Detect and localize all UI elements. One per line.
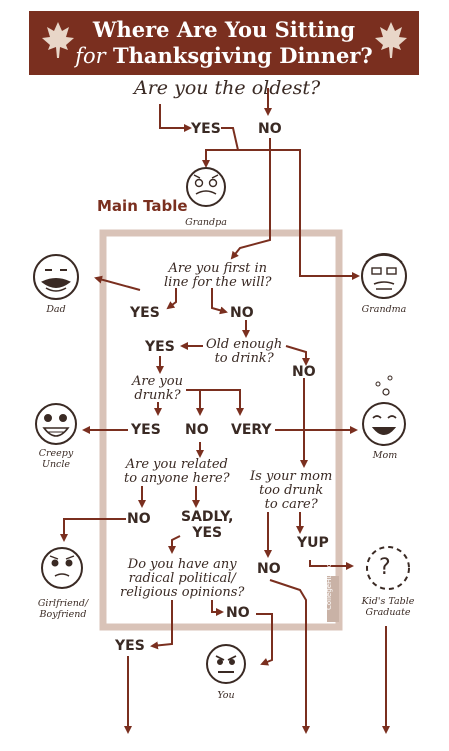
mom-label: Mom	[372, 450, 398, 461]
banner-title-line1: Where Are You Sitting	[92, 17, 356, 42]
watermark-tab	[327, 576, 339, 622]
kids-table-graduate-face-icon	[366, 546, 410, 590]
dad-face-icon	[33, 254, 79, 300]
answer-no-oldest: NO	[258, 121, 282, 137]
question-mom-line2: too drunk	[259, 483, 324, 498]
grandpa-face-icon	[186, 167, 226, 207]
banner-title-text: Thanksgiving Dinner?	[113, 43, 373, 68]
question-mom-line1: Is your mom	[250, 469, 333, 484]
question-related-line2: to anyone here?	[124, 471, 230, 486]
creepy-uncle-label-line2: Uncle	[41, 459, 71, 470]
question-drink-line2: to drink?	[214, 351, 274, 366]
mom-face-icon	[362, 375, 406, 446]
flow-arrows	[60, 88, 390, 734]
answer-no-radical: NO	[226, 605, 250, 621]
maple-leaf-left-icon	[42, 22, 74, 58]
creepy-uncle-label: Creepy Uncle	[34, 448, 78, 470]
banner-title-line2: for Thanksgiving Dinner?	[29, 43, 419, 68]
question-related: Are you related to anyone here?	[124, 458, 230, 486]
maple-leaf-right-icon	[375, 22, 407, 58]
question-mom: Is your mom too drunk to care?	[250, 470, 332, 512]
you-face-icon	[206, 644, 246, 684]
kids-table-graduate-label-line1: Kid's Table	[361, 596, 415, 607]
answer-no-drunk: NO	[185, 422, 209, 438]
answer-no-related: NO	[127, 511, 151, 527]
watermark: CollegeHumor	[325, 560, 333, 610]
answer-yes-radical: YES	[115, 638, 145, 654]
question-mom-line3: to care?	[264, 497, 318, 512]
kids-table-graduate-label: Kid's Table Graduate	[352, 596, 424, 618]
main-table-label: Main Table	[97, 197, 188, 215]
answer-very-drunk: VERY	[231, 422, 272, 438]
grandma-label: Grandma	[361, 304, 407, 315]
question-radical-line3: religious opinions?	[120, 585, 245, 600]
girlfriend-boyfriend-face-icon	[41, 547, 83, 589]
grandpa-label: Grandpa	[185, 217, 227, 228]
answer-no-mom: NO	[257, 561, 281, 577]
answer-sadly-line1: SADLY,	[181, 509, 234, 525]
creepy-uncle-label-line1: Creepy	[38, 448, 74, 459]
question-radical-line2: radical political/	[128, 571, 236, 586]
kids-table-graduate-label-line2: Graduate	[365, 607, 411, 618]
question-radical-line1: Do you have any	[127, 557, 237, 572]
question-drunk: Are you drunk?	[132, 375, 183, 403]
answer-yes-oldest: YES	[191, 121, 221, 137]
answer-sadly-yes: SADLY, YES	[181, 509, 233, 541]
answer-yup-mom: YUP	[297, 535, 329, 551]
dad-label: Dad	[46, 304, 66, 315]
answer-yes-will: YES	[130, 305, 160, 321]
question-drunk-line2: drunk?	[134, 388, 181, 403]
answer-no-will: NO	[230, 305, 254, 321]
question-drink-line1: Old enough	[206, 337, 283, 352]
title-banner: Where Are You Sitting for Thanksgiving D…	[29, 11, 419, 75]
girlfriend-boyfriend-label: Girlfriend/ Boyfriend	[28, 598, 98, 620]
answer-no-drink: NO	[292, 364, 316, 380]
girlfriend-boyfriend-label-line2: Boyfriend	[39, 609, 87, 620]
banner-title-for: for	[75, 44, 106, 68]
creepy-uncle-face-icon	[35, 403, 77, 445]
answer-yes-drink: YES	[145, 339, 175, 355]
question-drunk-line1: Are you	[132, 374, 183, 389]
question-will-line1: Are you first in	[168, 261, 268, 276]
question-drink: Old enough to drink?	[206, 338, 282, 366]
question-radical: Do you have any radical political/ relig…	[120, 558, 244, 600]
question-will: Are you first in line for the will?	[164, 262, 272, 290]
answer-sadly-line2: YES	[192, 525, 223, 541]
question-oldest: Are you the oldest?	[134, 77, 321, 99]
you-label: You	[217, 690, 235, 701]
grandma-face-icon	[361, 253, 407, 299]
kids-table-question-mark: ?	[379, 555, 391, 580]
answer-yes-drunk: YES	[131, 422, 161, 438]
question-related-line1: Are you related	[125, 457, 228, 472]
question-will-line2: line for the will?	[164, 275, 272, 290]
girlfriend-boyfriend-label-line1: Girlfriend/	[37, 598, 89, 609]
